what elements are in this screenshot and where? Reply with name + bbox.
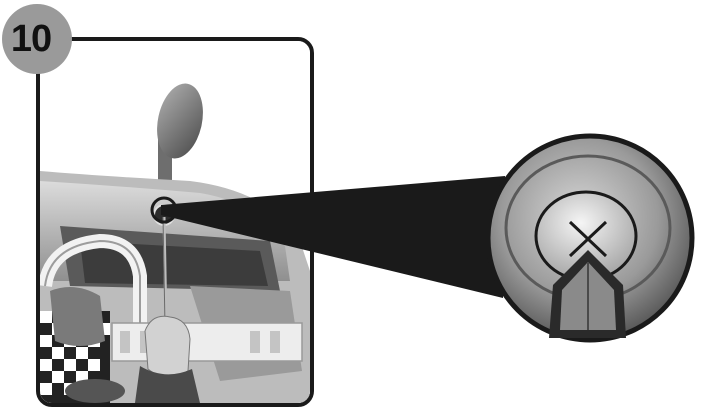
screwdriver-icon bbox=[162, 216, 168, 327]
plastic-tray bbox=[111, 322, 303, 362]
seat-frame bbox=[40, 233, 147, 341]
product-photo bbox=[40, 41, 310, 403]
step-badge: 10 bbox=[2, 4, 72, 74]
gear-knob bbox=[157, 83, 203, 186]
screw-cross-icon bbox=[568, 220, 608, 258]
magnified-view bbox=[485, 133, 695, 343]
photo-frame bbox=[36, 37, 314, 407]
step-number: 10 bbox=[10, 18, 52, 60]
hand bbox=[135, 315, 200, 403]
callout-pointer bbox=[161, 176, 505, 298]
